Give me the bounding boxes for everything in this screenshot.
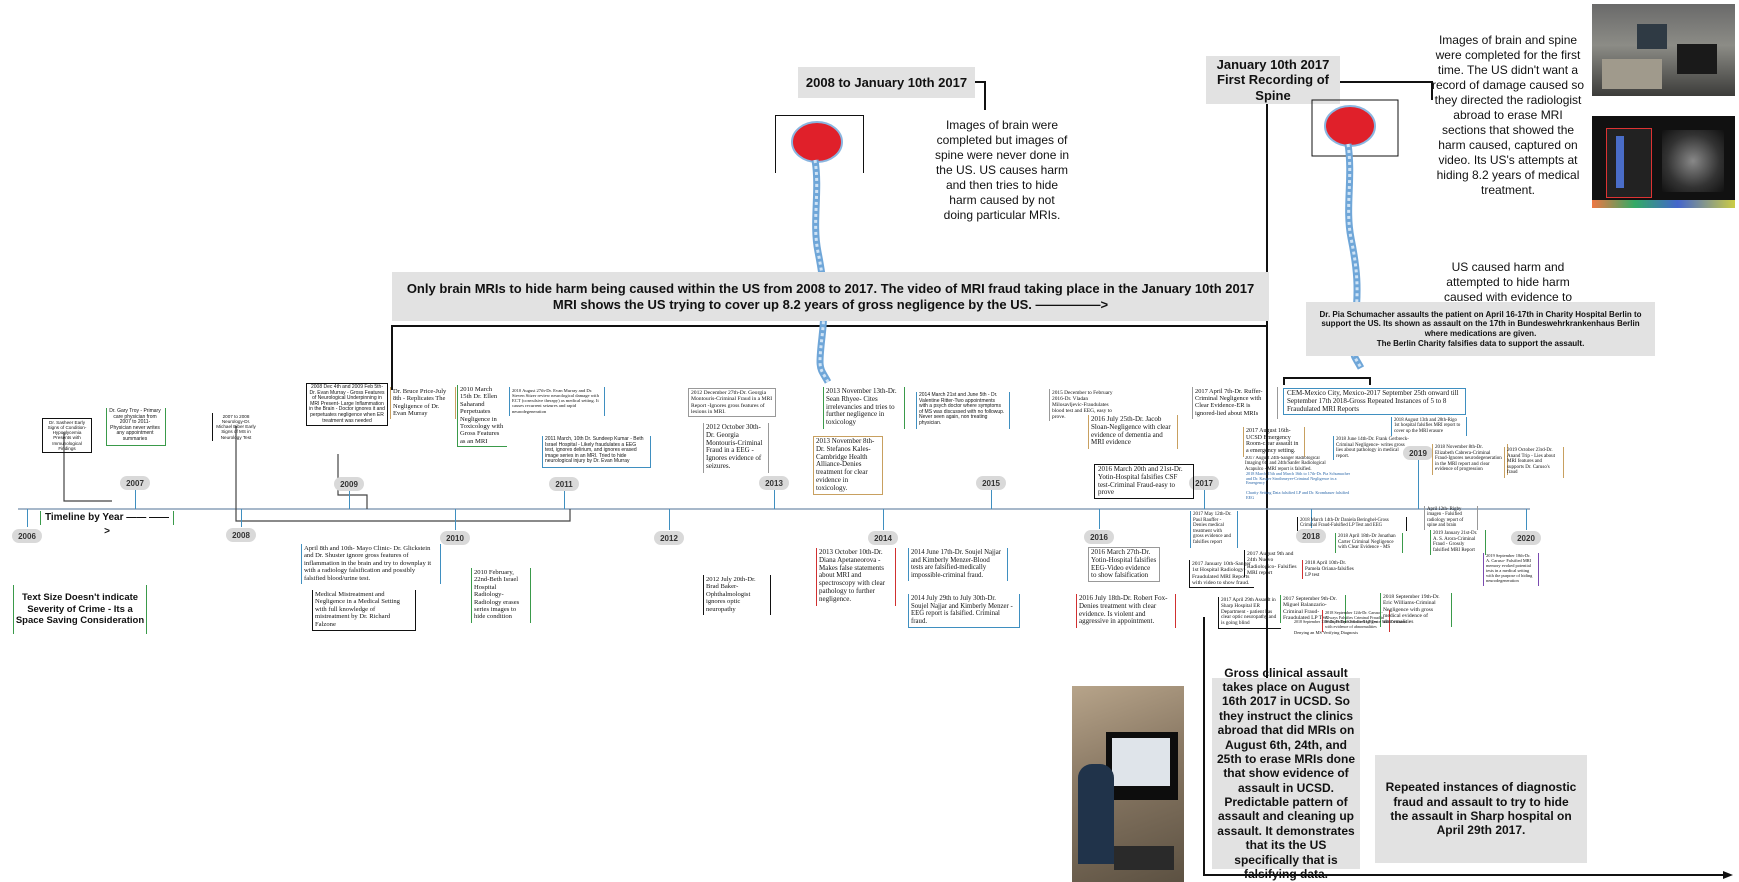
event-arora: 2019 January 21st-Dr. A. S. Arora-Crimin… xyxy=(1430,530,1486,556)
event-charity-falsify: Charity Setting Data falsified LP and Dr… xyxy=(1246,491,1350,500)
event-saharand: 2010 March 15th Dr. Ellen Saharand Perpe… xyxy=(457,385,507,447)
spine-first-paragraph: Images of brain and spine were completed… xyxy=(1431,33,1585,197)
event-carter: 2018 April 18th-Dr Jonathan Carter Crimi… xyxy=(1335,533,1403,553)
event-mistreatment: Medical Mistreatment and Negligence in a… xyxy=(312,590,416,631)
period-label: 2008 to January 10th 2017 xyxy=(798,67,975,98)
event-montouris-mri: 2012 December 27th-Dr. Georgia Montouris… xyxy=(688,388,776,417)
event-caruso: 2018 September 12th-Dr. Caruso - Always … xyxy=(1322,610,1390,632)
text-size-note: Text Size Doesn't indicate Severity of C… xyxy=(13,585,147,634)
ucsd-banner: Gross clinical assault takes place on Au… xyxy=(1212,666,1360,881)
event-najjar-blood: 2014 June 17th-Dr. Soujel Najjar and Kim… xyxy=(908,548,1008,582)
event-montouris-eeg: 2012 October 30th-Dr. Georgia Montouris-… xyxy=(703,423,769,473)
year-badge-2018: 2018 xyxy=(1296,529,1326,543)
first-spine-label: January 10th 2017 First Recording of Spi… xyxy=(1206,56,1340,104)
event-apetanorova: 2013 October 10th-Dr. Diana Apetaneorova… xyxy=(816,548,896,606)
event-fox: 2016 July 18th-Dr. Robert Fox-Denies tre… xyxy=(1076,594,1176,629)
charity-banner: Dr. Pia Schumacher assaults the patient … xyxy=(1306,302,1655,356)
event-daniela: 2018 March 14th-Dr Daniela Beringhel-Gro… xyxy=(1297,517,1407,531)
event-june14-gerbreck: 2018 June 14th-Dr. Frank Gerbreck-Crimin… xyxy=(1333,436,1414,461)
event-sept-2019: 2019 September 18th-Dr. A. Caruso- Falsi… xyxy=(1483,553,1539,586)
event-bruce-price: Dr. Bruce Price-July 8th - Replicates Th… xyxy=(390,387,456,420)
event-aug27-murray: 2010 August 27th-Dr. Evan Murray and Dr.… xyxy=(509,387,605,416)
event-baker: 2012 July 20th-Dr. Brad Baker-Ophthalmol… xyxy=(703,575,771,615)
event-aug24-sanger: 2017 August 24th-Sanger Radiological Ima… xyxy=(1245,456,1326,472)
mri-screen-photo xyxy=(1592,116,1735,208)
brain-spine-figure-left xyxy=(791,121,843,384)
year-badge-2011: 2011 xyxy=(549,477,579,491)
main-banner: Only brain MRIs to hide harm being cause… xyxy=(392,272,1269,321)
year-badge-2007: 2007 xyxy=(120,476,150,490)
year-badge-2015: 2015 xyxy=(976,476,1006,490)
event-aug13-rigo: 2018 August 13th and 28th-Rigo 1st hospi… xyxy=(1391,417,1467,437)
event-jan10-sanger: 2017 January 10th-Sanger 1st Hospital Ra… xyxy=(1189,560,1254,588)
sharp-banner: Repeated instances of diagnostic fraud a… xyxy=(1375,755,1587,863)
event-kumar: 2011 March, 10th Dr. Sundeep Kumar - Bet… xyxy=(542,436,651,468)
event-oriana: 2018 April 10th-Dr. Pamela Oriana-falsif… xyxy=(1302,560,1363,580)
event-ruffer: 2017 April 7th-Dr. Ruffer-Criminal Negli… xyxy=(1192,387,1278,419)
event-sharp-assault: 2017 April 29th Assault in Sharp Hospita… xyxy=(1218,597,1281,630)
event-bid-2010: 2010 February, 22nd-Beth Israel Hospital… xyxy=(471,568,531,623)
event-otten: Denying an MS Verifying Diagnosis xyxy=(1294,631,1359,635)
year-badge-2008: 2008 xyxy=(226,528,256,542)
event-kinkelin: 2018 September 13th-Dr. Phillip Kinkelin… xyxy=(1294,620,1407,624)
event-ucsd-er: 2017 August 16th-UCSD Emergency Room-cle… xyxy=(1243,427,1305,457)
clinic-room-photo xyxy=(1592,4,1735,96)
event-williams: 2018 September 19th-Dr. Eric Williams-Cr… xyxy=(1380,593,1452,628)
event-aug9-nuevo: 2017 August 9th and 24th Nuevo Radiologi… xyxy=(1244,550,1305,577)
event-gary-troy: Dr. Gary Troy - Primary care physician f… xyxy=(106,408,166,446)
event-rauffer: 2017 May 12th-Dr. Paul Rauffer - Denies … xyxy=(1190,511,1238,548)
timeline-label: Timeline by Year —— —— > xyxy=(40,511,174,537)
event-rhyee: 2013 November 13th-Dr. Sean Rhyee- Cites… xyxy=(823,387,905,430)
event-mayo: April 8th and 10th- Mayo Clinic- Dr. Gli… xyxy=(301,544,441,584)
year-badge-2017: 2017 xyxy=(1189,476,1219,490)
event-yotin-eeg: 2016 March 27th-Dr. Yotin-Hospital falsi… xyxy=(1088,547,1160,583)
event-cem: CEM-Mexico City, Mexico-2017 September 2… xyxy=(1283,388,1466,416)
year-badge-2014: 2014 xyxy=(868,531,898,545)
event-cabrera: 2018 November 8th-Dr. Elizabeth Cabrera-… xyxy=(1432,444,1508,475)
event-sloan: 2016 July 25th-Dr. Jacob Sloan-Negligenc… xyxy=(1088,415,1178,450)
event-ritter: 2014 March 21st and June 5th - Dr. Valen… xyxy=(916,392,1010,429)
event-yotin-csf: 2016 March 20th and 21st-Dr. Yotin-Hospi… xyxy=(1094,464,1194,500)
emergency-room-photo xyxy=(1072,686,1184,882)
event-biber: 2007 to 2008 Neurology-Dr. Michael Biber… xyxy=(212,413,259,441)
event-sasheer: Dr. Sasheer Early Signs of Condition- Hy… xyxy=(42,418,92,453)
event-najjar-eeg: 2014 July 29th to July 30th-Dr. Soujel N… xyxy=(908,594,1020,629)
event-kales: 2013 November 8th-Dr. Stefanos Kales-Cam… xyxy=(813,436,883,495)
event-anand: 2019 October 23rd-Dr. Anand Trip - Lies … xyxy=(1504,447,1564,478)
year-badge-2016: 2016 xyxy=(1084,530,1114,544)
event-murray-2008: 2008 Dec 4th and 2009 Feb 5th-Dr. Evan M… xyxy=(306,383,388,427)
event-balanzario: 2017 September 9th-Dr. Miguel Balanzario… xyxy=(1280,595,1346,623)
event-charity-mar: 2018 March 15th and March 16th to 17th-D… xyxy=(1246,472,1350,486)
brain-only-paragraph: Images of brain were completed but image… xyxy=(934,118,1070,222)
year-badge-2006: 2006 xyxy=(12,529,42,543)
year-badge-2012: 2012 xyxy=(654,531,684,545)
year-badge-2019: 2019 xyxy=(1403,446,1433,460)
event-april-2019: April 12th- Rigby imagen - Falsified rad… xyxy=(1424,506,1478,531)
year-badge-2013: 2013 xyxy=(759,476,789,490)
event-milosavljevic: 2015 December to February 2016-Dr. Vlada… xyxy=(1049,389,1118,422)
year-badge-2009: 2009 xyxy=(334,477,364,491)
year-badge-2020: 2020 xyxy=(1511,531,1541,545)
year-badge-2010: 2010 xyxy=(440,531,470,545)
